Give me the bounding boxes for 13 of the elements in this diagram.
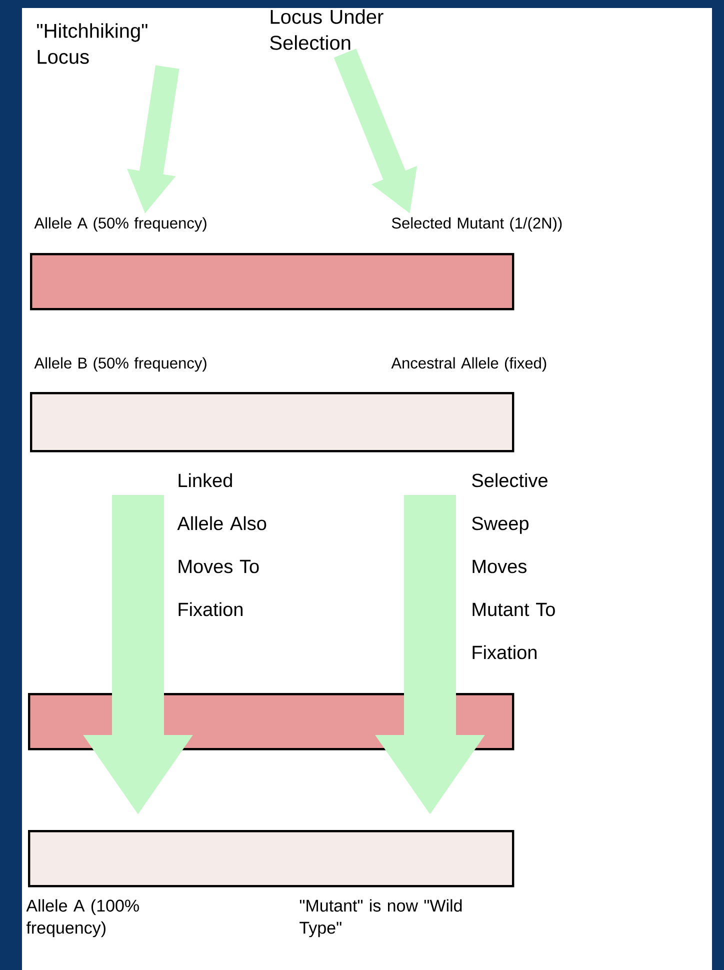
label-text: Ancestral Allele (fixed)	[391, 357, 546, 372]
label-text: "Mutant" is now "Wild Type"	[300, 899, 462, 938]
label-text: Locus Under Selection	[270, 9, 384, 50]
allele-bar	[28, 830, 514, 888]
label-text: "Hitchhiking" Locus	[37, 23, 148, 64]
label-text: Allele A (50% frequency)	[34, 217, 206, 232]
label-text: Allele B (50% frequency)	[34, 357, 206, 372]
label-text: Selected Mutant (1/(2N))	[392, 217, 562, 232]
edge-label: Linked Allele Also Moves To Fixation	[177, 473, 266, 616]
label-text: Allele A (100% frequency)	[26, 899, 139, 938]
allele-bar	[30, 392, 514, 452]
allele-bar	[30, 253, 514, 310]
edge-label: Selective Sweep Moves Mutant To Fixation	[472, 473, 555, 660]
